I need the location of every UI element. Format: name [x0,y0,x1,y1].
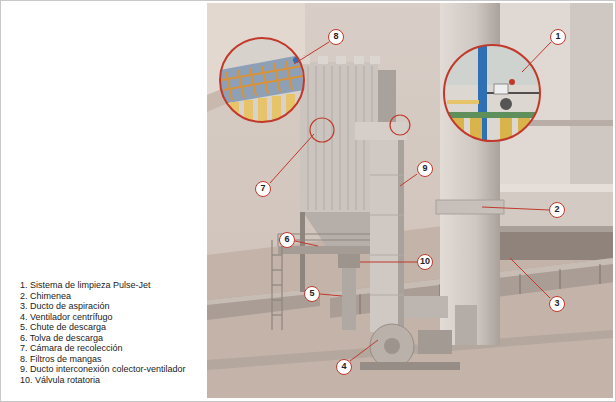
pulse-jet-zoom [444,45,540,145]
callout-number: 2 [549,202,565,218]
callout-number: 10 [417,254,433,270]
legend-entry: 1. Sistema de limpieza Pulse-Jet [20,280,151,290]
legend-entry: 2. Chimenea [20,291,71,301]
callout-number: 9 [417,161,433,177]
callout-number: 5 [304,286,320,302]
legend-entry: 10. Válvula rotatoria [20,375,100,385]
legend-entry: 6. Tolva de descarga [20,333,103,343]
plant-scene [207,3,613,398]
legend-entry: 8. Filtros de mangas [20,354,102,364]
callout-number: 8 [328,29,344,45]
bag-filter-zoom [220,38,304,124]
legend-entry: 3. Ducto de aspiración [20,301,110,311]
legend-entry: 9. Ducto interconexión colector-ventilad… [20,364,186,374]
callout-number: 3 [549,296,565,312]
callout-number: 6 [279,232,295,248]
legend-entry: 4. Ventilador centrífugo [20,312,113,322]
legend-entry: 5. Chute de descarga [20,322,106,332]
callout-number: 1 [550,29,566,45]
leader-lines [270,42,551,361]
callout-number: 4 [336,359,352,375]
legend-entry: 7. Cámara de recolección [20,343,123,353]
callout-number: 7 [255,181,271,197]
